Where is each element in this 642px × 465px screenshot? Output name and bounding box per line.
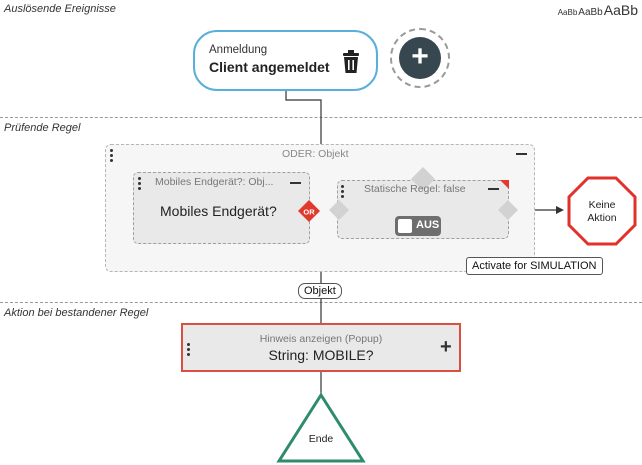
or-badge-label: OR (303, 208, 315, 217)
plus-icon[interactable]: + (399, 37, 441, 79)
collapse-icon[interactable] (488, 188, 499, 190)
simulation-tooltip: Activate for SIMULATION (466, 257, 603, 275)
connector-diamond-icon (411, 167, 435, 191)
no-action-node[interactable]: Keine Aktion (567, 176, 637, 246)
toggle-label: AUS (416, 219, 440, 231)
condition-static-title: Statische Regel: false (364, 183, 466, 195)
toggle-knob (398, 219, 412, 233)
corner-marker-icon (500, 180, 509, 189)
section-label-trigger: Auslösende Ereignisse (4, 3, 116, 15)
add-trigger-zone[interactable]: + (390, 28, 450, 88)
no-action-line2: Aktion (587, 212, 616, 224)
collapse-icon[interactable] (516, 153, 527, 155)
font-size-large[interactable]: AaBb (603, 2, 638, 18)
action-title: Hinweis anzeigen (Popup) (259, 333, 383, 345)
font-size-medium[interactable]: AaBb (578, 7, 603, 18)
simulation-toggle[interactable]: AUS (395, 216, 441, 236)
action-node[interactable]: Hinweis anzeigen (Popup) String: MOBILE?… (181, 323, 461, 372)
trigger-title: Client angemeldet (209, 59, 330, 75)
section-label-action: Aktion bei bestandener Regel (4, 307, 149, 319)
or-group-title: ODER: Objekt (282, 148, 349, 160)
drag-handle-icon[interactable] (187, 343, 191, 358)
end-label: Ende (309, 433, 334, 445)
end-node[interactable]: Ende (276, 392, 366, 464)
condition-mobile-label: Mobiles Endgerät? (160, 203, 277, 219)
no-action-line1: Keine (589, 199, 616, 211)
drag-handle-icon[interactable] (110, 149, 114, 164)
trigger-node[interactable]: Anmeldung Client angemeldet (193, 30, 378, 91)
condition-mobile-title: Mobiles Endgerät?: Obj... (155, 176, 274, 188)
action-label: String: MOBILE? (268, 347, 374, 363)
connector-diamond-icon (498, 200, 518, 220)
connector-label: Objekt (298, 283, 342, 299)
add-action-icon[interactable]: + (440, 336, 452, 358)
font-size-small[interactable]: AaBb (557, 8, 578, 17)
font-size-selector[interactable]: AaBbAaBbAaBb (557, 2, 638, 20)
collapse-icon[interactable] (290, 182, 301, 184)
drag-handle-icon[interactable] (138, 177, 142, 192)
condition-mobile[interactable] (133, 172, 310, 244)
trigger-subtitle: Anmeldung (209, 44, 268, 56)
section-label-check: Prüfende Regel (4, 122, 81, 134)
connector-diamond-icon (329, 200, 349, 220)
trash-icon[interactable] (340, 50, 362, 74)
drag-handle-icon[interactable] (341, 185, 345, 200)
or-badge-icon: OR (298, 200, 320, 222)
